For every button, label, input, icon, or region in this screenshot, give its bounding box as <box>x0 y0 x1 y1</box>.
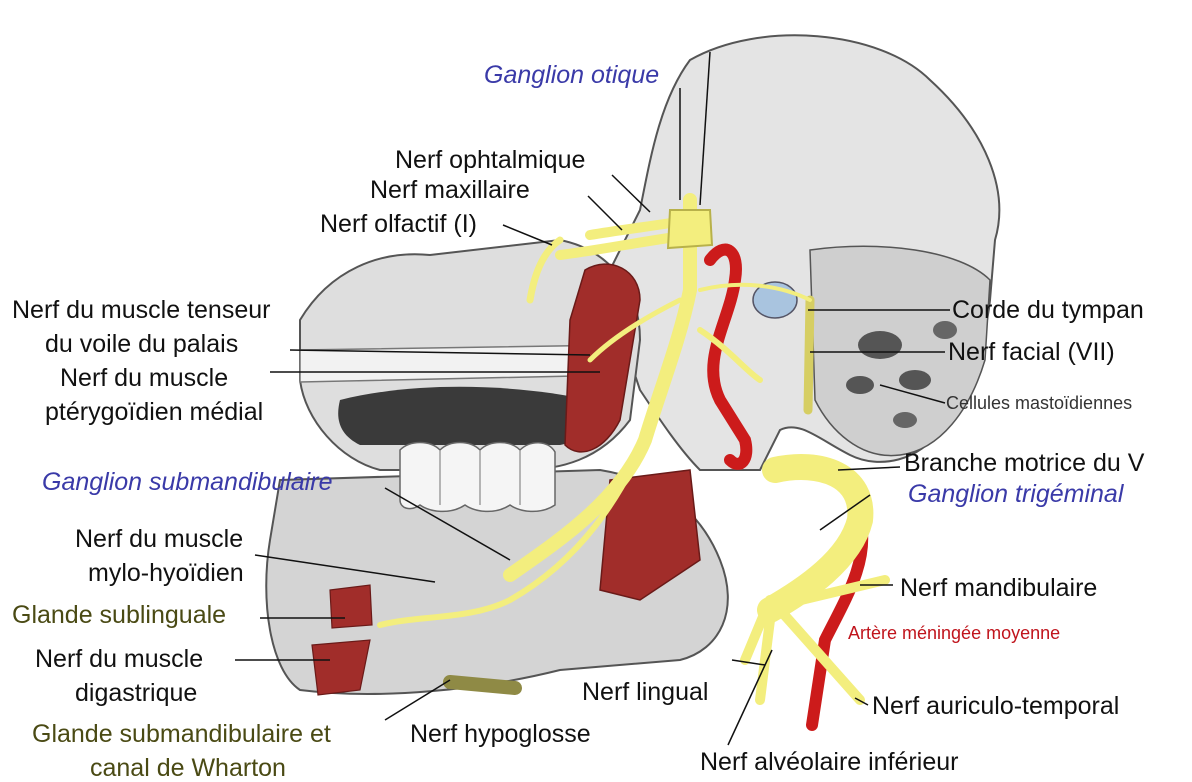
label-tenseur-line-1: Nerf du muscle tenseur <box>12 298 270 323</box>
facial-nerve <box>808 300 810 410</box>
otic-ganglion <box>668 210 712 248</box>
oral-cavity <box>338 387 594 445</box>
label-glande-submandibulaire-line-2: canal de Wharton <box>90 756 286 781</box>
mastoid-cell <box>893 412 917 428</box>
label-artere-meningee: Artère méningée moyenne <box>848 624 1060 642</box>
label-tenseur-line-2: du voile du palais <box>45 332 238 357</box>
label-glande-sublinguale: Glande sublinguale <box>12 603 226 628</box>
mastoid-cell <box>858 331 902 359</box>
label-nerf-maxillaire: Nerf maxillaire <box>370 178 530 203</box>
label-cellules-mastoidiennes: Cellules mastoïdiennes <box>946 394 1132 412</box>
sublingual-gland-muscle <box>330 585 372 628</box>
label-branche-motrice: Branche motrice du V <box>904 451 1144 476</box>
mastoid-cell <box>899 370 931 390</box>
label-nerf-mandibulaire: Nerf mandibulaire <box>900 576 1097 601</box>
hypoglossal-nerve <box>450 682 515 688</box>
label-ganglion-trigeminal: Ganglion trigéminal <box>908 482 1123 507</box>
label-pterygoidien-line-1: Nerf du muscle <box>60 366 228 391</box>
label-nerf-lingual: Nerf lingual <box>582 680 708 705</box>
label-nerf-facial: Nerf facial (VII) <box>948 340 1115 365</box>
teeth <box>400 443 555 512</box>
leader-line <box>728 650 772 745</box>
mastoid-cell <box>846 376 874 394</box>
label-glande-submandibulaire-line-1: Glande submandibulaire et <box>32 722 331 747</box>
leader-line <box>588 196 622 230</box>
label-ganglion-submandibulaire: Ganglion submandibulaire <box>42 470 332 495</box>
label-nerf-alveolaire-inferieur: Nerf alvéolaire inférieur <box>700 750 958 775</box>
label-digastrique-line-1: Nerf du muscle <box>35 647 203 672</box>
label-mylo-line-2: mylo-hyoïdien <box>88 561 244 586</box>
label-digastrique-line-2: digastrique <box>75 681 197 706</box>
label-pterygoidien-line-2: ptérygoïdien médial <box>45 400 263 425</box>
label-corde-du-tympan: Corde du tympan <box>952 298 1144 323</box>
label-mylo-line-1: Nerf du muscle <box>75 527 243 552</box>
label-nerf-ophtalmique: Nerf ophtalmique <box>395 148 585 173</box>
label-nerf-olfactif: Nerf olfactif (I) <box>320 212 477 237</box>
label-nerf-hypoglosse: Nerf hypoglosse <box>410 722 591 747</box>
label-nerf-auriculo-temporal: Nerf auriculo-temporal <box>872 694 1119 719</box>
leader-line <box>503 225 552 245</box>
label-ganglion-otique: Ganglion otique <box>484 63 659 88</box>
